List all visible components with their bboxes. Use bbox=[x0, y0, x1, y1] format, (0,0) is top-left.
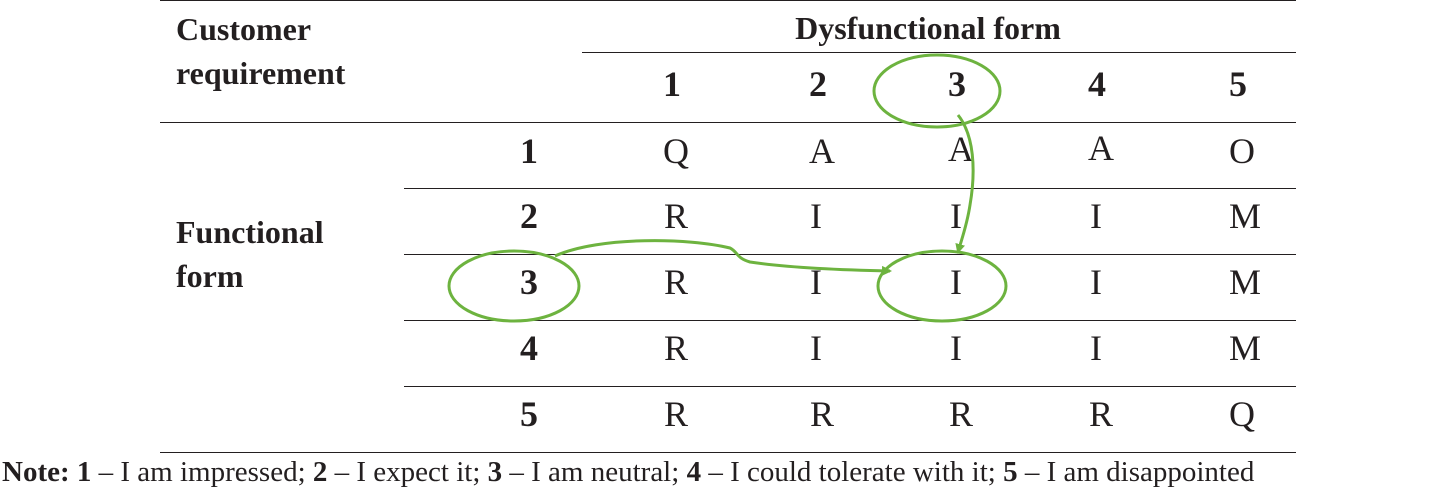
table-cell: I bbox=[950, 328, 962, 368]
note-key-1: 1 bbox=[76, 456, 92, 488]
note-text-5: – I am disappointed bbox=[1017, 456, 1255, 488]
table-cell: R bbox=[663, 328, 688, 368]
customer-requirement-line1: Customer bbox=[176, 11, 312, 47]
column-header-5: 5 bbox=[1229, 64, 1247, 104]
table-cell: I bbox=[1090, 262, 1102, 302]
table-cell: R bbox=[1088, 394, 1113, 434]
note-text-3: – I am neutral; bbox=[502, 456, 687, 488]
table-cell: I bbox=[1090, 196, 1102, 236]
table-cell: I bbox=[950, 196, 962, 236]
intersection-highlight-circle bbox=[876, 249, 1008, 323]
row-divider bbox=[404, 254, 1296, 255]
functional-form-label: Functional form bbox=[176, 210, 324, 298]
row-header-2: 2 bbox=[520, 196, 538, 236]
note-text-2: – I expect it; bbox=[327, 456, 488, 488]
column-group-rule bbox=[582, 52, 1296, 53]
table-cell: M bbox=[1228, 328, 1261, 368]
row-header-4: 4 bbox=[520, 328, 538, 368]
table-top-rule bbox=[160, 0, 1296, 1]
table-cell: I bbox=[810, 328, 822, 368]
note-prefix: Note: bbox=[2, 456, 70, 488]
column-header-4: 4 bbox=[1088, 64, 1106, 104]
table-cell: Q bbox=[663, 131, 689, 171]
table-cell: I bbox=[1090, 328, 1102, 368]
row-divider bbox=[404, 188, 1296, 189]
dysfunctional-form-label: Dysfunctional form bbox=[795, 10, 1061, 46]
table-cell: Q bbox=[1229, 394, 1255, 434]
table-bottom-rule bbox=[160, 452, 1296, 453]
table-cell: O bbox=[1229, 131, 1255, 171]
note-line: Note: 1 – I am impressed; 2 – I expect i… bbox=[2, 455, 1254, 489]
row-header-3: 3 bbox=[520, 262, 538, 302]
table-cell: A bbox=[809, 131, 835, 171]
table-cell: M bbox=[1228, 262, 1261, 302]
column-header-1: 1 bbox=[663, 64, 681, 104]
column-header-2: 2 bbox=[809, 64, 827, 104]
column-3-highlight-circle bbox=[872, 53, 1002, 129]
highlighted-cell: I bbox=[950, 262, 962, 302]
note-key-3: 3 bbox=[487, 456, 503, 488]
table-cell: I bbox=[810, 262, 822, 302]
row-3-highlight-circle bbox=[447, 249, 581, 323]
table-cell: I bbox=[810, 196, 822, 236]
table-cell: A bbox=[1088, 128, 1114, 168]
table-cell: M bbox=[1228, 196, 1261, 236]
note-key-4: 4 bbox=[686, 456, 702, 488]
table-cell: R bbox=[663, 394, 688, 434]
note-key-2: 2 bbox=[312, 456, 328, 488]
functional-form-line1: Functional bbox=[176, 214, 324, 250]
row-header-1: 1 bbox=[520, 131, 538, 171]
functional-form-line2: form bbox=[176, 258, 244, 294]
table-cell: R bbox=[663, 196, 688, 236]
customer-requirement-line2: requirement bbox=[176, 55, 346, 91]
table-cell: R bbox=[663, 262, 688, 302]
note-key-5: 5 bbox=[1003, 456, 1018, 488]
customer-requirement-label: Customer requirement bbox=[176, 7, 345, 95]
note-text-1: – I am impressed; bbox=[91, 456, 313, 488]
column-header-3: 3 bbox=[948, 64, 966, 104]
row-arrow bbox=[554, 239, 892, 276]
column-arrow bbox=[955, 114, 975, 254]
row-divider bbox=[404, 386, 1296, 387]
note-text-4: – I could tolerate with it; bbox=[701, 456, 1004, 488]
row-header-5: 5 bbox=[520, 394, 538, 434]
header-bottom-rule bbox=[160, 122, 1296, 123]
row-divider bbox=[404, 320, 1296, 321]
table-cell: R bbox=[809, 394, 834, 434]
table-cell: R bbox=[948, 394, 973, 434]
